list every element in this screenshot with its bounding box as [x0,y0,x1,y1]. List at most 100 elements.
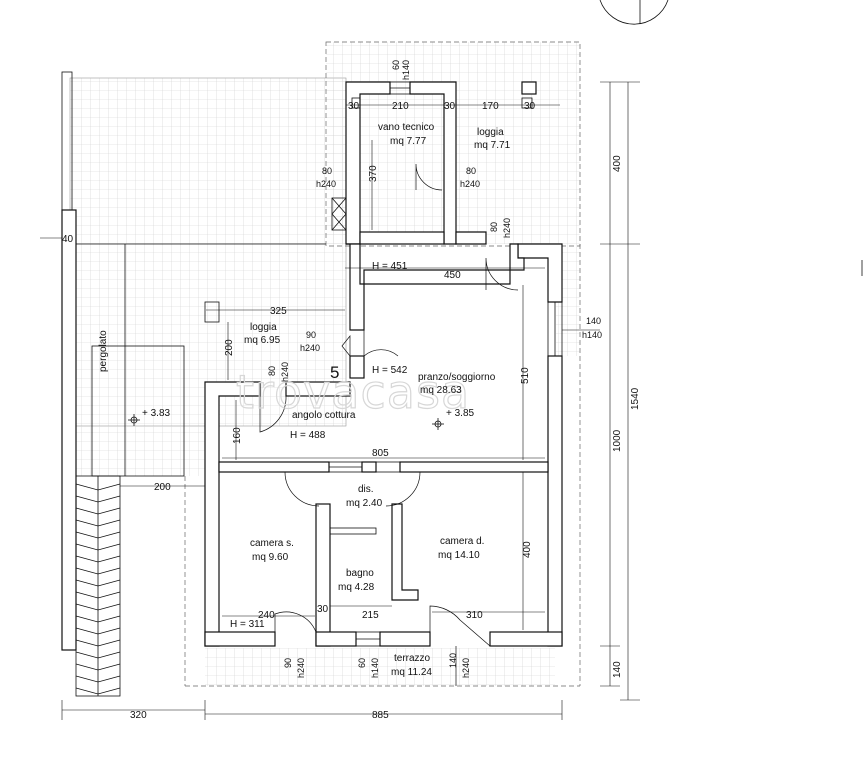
room-number: 5 [330,363,339,382]
room-area-loggia-top: mq 7.71 [474,140,511,151]
level-385: + 3.85 [446,408,475,419]
property-boundary-top [325,41,581,247]
kitchen-door-height: h240 [280,362,290,382]
right-door-height: h240 [502,218,512,238]
room-area-vano-tecnico: mq 7.77 [390,136,427,147]
dim-40: 40 [62,234,74,245]
height-311: H = 311 [230,619,265,630]
room-name-camera-s: camera s. [250,538,294,549]
stair-tread [75,615,121,623]
bottom-door-right-width: 140 [448,653,458,668]
top-window-height: h140 [401,60,411,80]
bottom-door-left-height: h240 [296,658,306,678]
height-451: H = 451 [372,261,408,272]
dim-240: 240 [258,610,275,621]
loggia-left-door-width: 90 [306,330,316,340]
room-name-camera-d: camera d. [440,536,484,547]
stair-tread [75,603,121,611]
dim-200-horizontal: 200 [154,482,171,493]
height-488: H = 488 [290,430,326,441]
dim-400-top: 400 [612,155,623,172]
dim-30-b: 30 [444,101,456,112]
stair-tread [75,507,121,515]
post-symbol-right [521,97,533,109]
room-area-dis: mq 2.40 [346,498,383,509]
stair-tread [75,519,121,527]
stair-tread [75,555,121,563]
stair-tread [75,567,121,575]
dim-1000: 1000 [612,429,623,452]
dim-1540: 1540 [630,387,641,410]
loggia-door-width: 80 [466,166,476,176]
tiled-pergola-strip [70,426,205,476]
tiled-terrace-bottom [205,648,555,686]
room-name-loggia-left: loggia [250,322,277,333]
room-name-loggia-top: loggia [477,127,504,138]
dim-160: 160 [232,427,243,444]
top-window-width: 60 [391,60,401,70]
post-symbol-top [351,97,361,109]
room-area-terrazzo: mq 11.24 [391,667,432,678]
bottom-door-right-height: h240 [461,658,471,678]
level-marker-right [432,418,444,430]
right-door-width: 80 [489,222,499,232]
bottom-window-width: 60 [357,658,367,668]
north-arrow-arc [599,0,669,25]
left-wall-strip [61,209,77,651]
vano-door-width: 80 [322,166,332,176]
stair-tread [75,591,121,599]
dim-30-d: 30 [317,604,329,615]
windows [328,81,563,647]
dim-450: 450 [444,270,461,281]
stair-tread [75,687,121,695]
room-name-pergolato: pergolato [98,330,109,372]
stair-tread [75,483,121,491]
dim-805: 805 [372,448,389,459]
dim-210: 210 [392,101,409,112]
stair-tread [75,675,121,683]
dimension-lines [40,81,640,720]
dim-510: 510 [520,367,531,384]
room-name-pranzo: pranzo/soggiorno [418,372,496,383]
stair-tread [75,579,121,587]
tiled-terrace-left [69,77,347,427]
bottom-window-height: h140 [370,658,380,678]
room-name-bagno: bagno [346,568,374,579]
stair-tread [75,663,121,671]
dim-370: 370 [368,165,379,182]
bottom-door-left-width: 90 [283,658,293,668]
room-name-terrazzo: terrazzo [394,653,431,664]
right-window-height: h140 [582,330,602,340]
stair-tread [75,627,121,635]
left-post-top [61,71,73,211]
dim-30-a: 30 [348,101,360,112]
room-area-bagno: mq 4.28 [338,582,375,593]
room-name-vano-tecnico: vano tecnico [378,122,435,133]
height-542: H = 542 [372,365,408,376]
room-name-dis: dis. [358,484,374,495]
dim-215: 215 [362,610,379,621]
dim-320: 320 [130,710,147,721]
post-symbol [204,301,220,323]
dim-400-camera: 400 [522,541,533,558]
right-window-width: 140 [586,316,601,326]
watermark: trovacasa [236,365,470,419]
stair-tread [75,543,121,551]
walls [204,81,563,647]
vano-door-height: h240 [316,179,336,189]
room-area-pranzo: mq 28.63 [420,385,462,396]
doors [259,163,519,686]
room-area-camera-d: mq 14.10 [438,550,480,561]
staircase [75,475,121,697]
dim-30-c: 30 [524,101,536,112]
chimney-cross [331,197,347,231]
room-name-angolo-cottura: angolo cottura [292,410,356,421]
loggia-left-door-height: h240 [300,343,320,353]
dim-140-right: 140 [612,661,623,678]
level-383: + 3.83 [142,408,171,419]
stair-tread [75,639,121,647]
room-area-camera-s: mq 9.60 [252,552,289,563]
level-marker-left [128,414,140,426]
kitchen-door-width: 80 [267,366,277,376]
